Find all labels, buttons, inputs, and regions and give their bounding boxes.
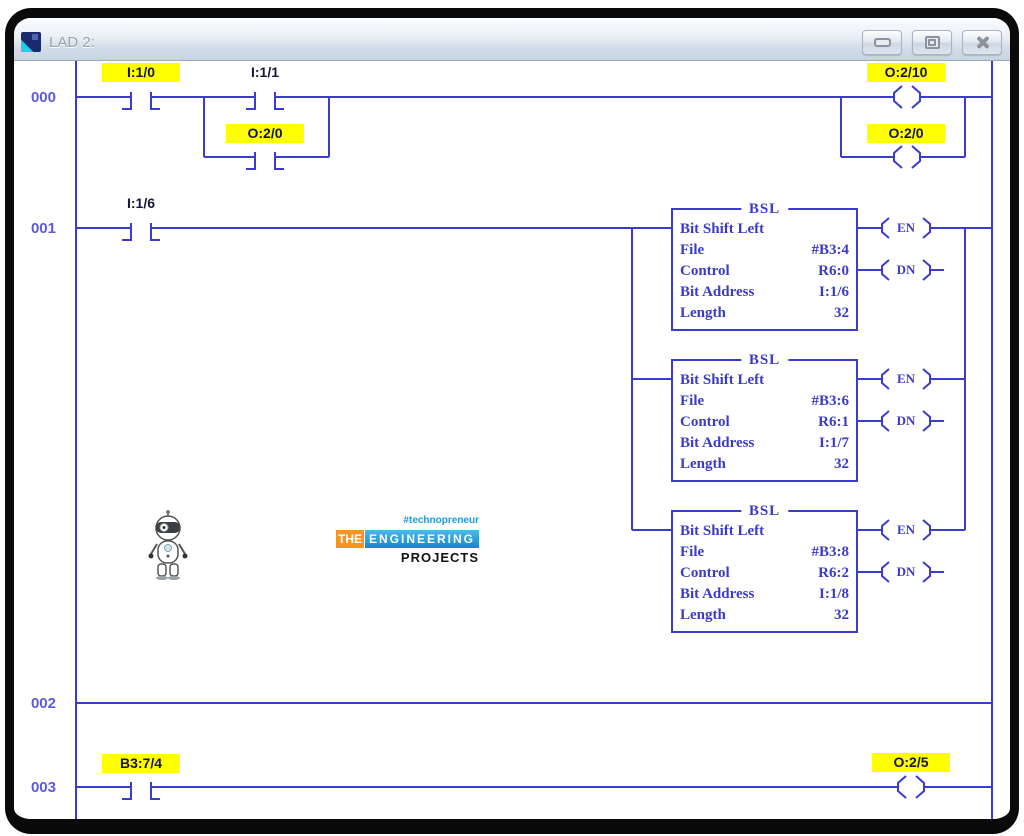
bsl-length-value[interactable]: 32 <box>834 607 849 623</box>
rung-number-001[interactable]: 001 <box>30 220 56 237</box>
window-title: LAD 2: <box>49 33 95 51</box>
robot-mascot-icon <box>148 510 188 580</box>
bsl-block-3[interactable]: BSL Bit Shift Left File #B3:8 Control R6:2… <box>671 502 858 633</box>
bsl-control-label: Control <box>680 565 730 581</box>
address-label-o25[interactable]: O:2/5 <box>872 753 950 772</box>
bsl-control-value[interactable]: R6:2 <box>818 565 849 581</box>
restore-button[interactable] <box>912 29 952 55</box>
watermark-engineering: ENGINEERING <box>365 530 479 548</box>
title-bar[interactable]: LAD 2: <box>14 18 1010 61</box>
bsl-file-label: File <box>680 242 705 258</box>
bsl-bit-label: Bit Address <box>680 284 755 300</box>
ladder-file-icon <box>21 32 41 52</box>
bsl-control-value[interactable]: R6:0 <box>818 263 849 279</box>
minimize-icon <box>873 37 891 47</box>
address-label-b374[interactable]: B3:7/4 <box>102 754 180 773</box>
bsl-block-1[interactable]: BSL Bit Shift Left File #B3:4 Control R6:0… <box>671 200 858 331</box>
close-button[interactable] <box>962 29 1002 55</box>
watermark-logo: #technopreneur THE ENGINEERING PROJECTS <box>146 508 479 592</box>
bsl-length-label: Length <box>680 607 726 623</box>
bsl-bit-label: Bit Address <box>680 586 755 602</box>
bsl-file-label: File <box>680 393 705 409</box>
address-label-i11[interactable]: I:1/1 <box>250 64 279 80</box>
bsl-mnemonic: BSL <box>740 502 789 520</box>
dn-label-bsl1: DN <box>896 262 916 277</box>
watermark-the: THE <box>336 530 364 548</box>
bsl-length-label: Length <box>680 305 726 321</box>
rung-number-002[interactable]: 002 <box>30 695 56 712</box>
bsl-file-label: File <box>680 544 705 560</box>
bsl-name: Bit Shift Left <box>680 372 765 388</box>
dn-label-bsl3: DN <box>896 564 916 579</box>
bsl-length-value[interactable]: 32 <box>834 305 849 321</box>
restore-icon <box>924 35 940 49</box>
watermark-projects: PROJECTS <box>400 550 479 565</box>
bsl-control-label: Control <box>680 414 730 430</box>
watermark-hashtag: #technopreneur <box>403 515 479 526</box>
bsl-file-value[interactable]: #B3:6 <box>811 393 850 409</box>
bsl-mnemonic: BSL <box>740 200 789 218</box>
bsl-bit-label: Bit Address <box>680 435 755 451</box>
bsl-control-value[interactable]: R6:1 <box>818 414 849 430</box>
en-label-bsl3: EN <box>896 522 916 537</box>
bsl-block-2[interactable]: BSL Bit Shift Left File #B3:6 Control R6:1… <box>671 351 858 482</box>
address-label-o20-coil[interactable]: O:2/0 <box>867 124 945 143</box>
bsl-name: Bit Shift Left <box>680 221 765 237</box>
address-label-o20-contact[interactable]: O:2/0 <box>226 124 304 143</box>
close-icon <box>976 36 989 49</box>
bsl-name: Bit Shift Left <box>680 523 765 539</box>
bsl-mnemonic: BSL <box>740 351 789 369</box>
en-label-bsl2: EN <box>896 371 916 386</box>
en-label-bsl1: EN <box>896 220 916 235</box>
bsl-length-value[interactable]: 32 <box>834 456 849 472</box>
rung-number-000[interactable]: 000 <box>30 89 56 106</box>
bsl-control-label: Control <box>680 263 730 279</box>
ladder-canvas <box>14 61 1010 819</box>
bsl-file-value[interactable]: #B3:8 <box>811 544 850 560</box>
address-label-o210[interactable]: O:2/10 <box>867 63 945 82</box>
address-label-i10[interactable]: I:1/0 <box>102 63 180 82</box>
bsl-bit-value[interactable]: I:1/7 <box>819 435 849 451</box>
rung-number-003[interactable]: 003 <box>30 779 56 796</box>
minimize-button[interactable] <box>862 29 902 55</box>
bsl-file-value[interactable]: #B3:4 <box>811 242 850 258</box>
dn-label-bsl2: DN <box>896 413 916 428</box>
bsl-bit-value[interactable]: I:1/6 <box>819 284 849 300</box>
address-label-i16[interactable]: I:1/6 <box>126 195 155 211</box>
bsl-bit-value[interactable]: I:1/8 <box>819 586 849 602</box>
bsl-length-label: Length <box>680 456 726 472</box>
